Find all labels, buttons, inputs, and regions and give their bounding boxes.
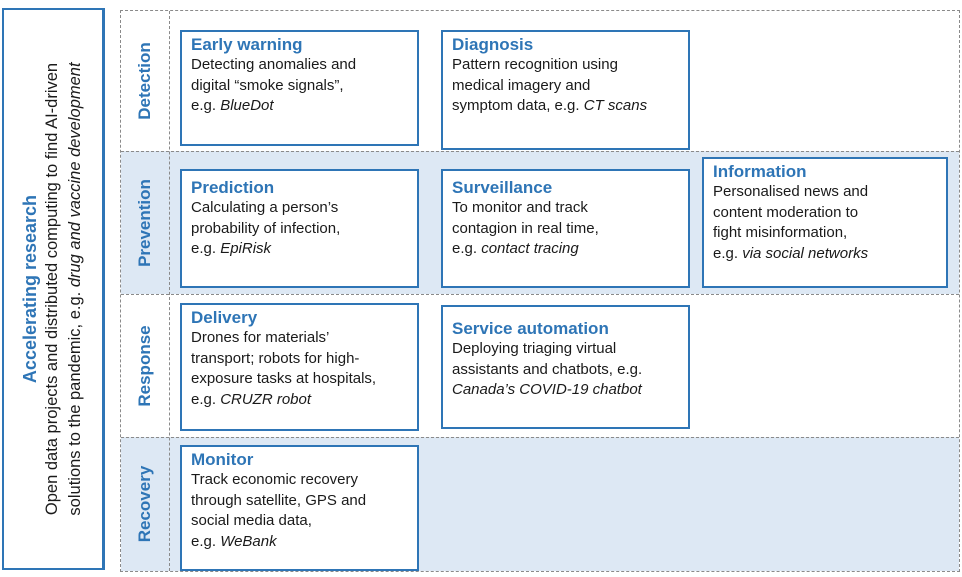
row-label-detection-cell: Detection: [121, 11, 169, 151]
row-separator: [121, 437, 959, 438]
card-title: Surveillance: [452, 178, 553, 197]
card-prediction: Prediction Calculating a person’s probab…: [180, 169, 419, 288]
research-title: Accelerating research: [20, 194, 40, 384]
row-separator: [121, 294, 959, 295]
card-title: Early warning: [191, 35, 303, 54]
card-title: Prediction: [191, 178, 275, 197]
card-example: via social networks: [742, 244, 869, 262]
row-label-recovery: Recovery: [135, 465, 154, 543]
card-surveillance: Surveillance To monitor and track contag…: [441, 169, 690, 288]
card-example: contact tracing: [481, 240, 579, 257]
row-label-prevention: Prevention: [135, 178, 154, 267]
research-example: drug and vaccine development: [66, 62, 84, 288]
card-example: Canada’s COVID-19 chatbot: [452, 381, 642, 398]
card-diagnosis: Diagnosis Pattern recognition using medi…: [441, 30, 690, 150]
row-label-detection: Detection: [135, 42, 154, 120]
row-label-recovery-cell: Recovery: [121, 437, 169, 571]
card-title: Monitor: [191, 450, 254, 469]
card-example: BlueDot: [220, 97, 274, 114]
row-label-response-cell: Response: [121, 294, 169, 437]
row-label-prevention-cell: Prevention: [121, 151, 169, 294]
card-example: CT scans: [583, 97, 648, 114]
card-title: Delivery: [191, 308, 258, 327]
diagram-frame: [120, 10, 960, 572]
card-title: Information: [713, 162, 807, 181]
card-delivery: Delivery Drones for materials’ transport…: [180, 303, 419, 431]
card-early-warning: Early warning Detecting anomalies and di…: [180, 30, 419, 146]
card-monitor: Monitor Track economic recovery through …: [180, 445, 419, 571]
card-service-automation: Service automation Deploying triaging vi…: [441, 305, 690, 429]
research-description-line2: solutions to the pandemic, e.g. drug and…: [66, 62, 84, 516]
row-label-response: Response: [135, 324, 154, 407]
label-column-separator: [169, 11, 170, 571]
card-example: WeBank: [220, 532, 277, 550]
card-title: Diagnosis: [452, 35, 534, 54]
research-panel-text: Accelerating research Open data projects…: [19, 62, 87, 515]
research-description-line1: Open data projects and distributed compu…: [43, 62, 61, 516]
card-example: EpiRisk: [220, 240, 272, 257]
card-title: Service automation: [452, 319, 609, 338]
research-panel: Accelerating research Open data projects…: [2, 8, 105, 570]
card-information: Information Personalised news and conten…: [702, 157, 948, 288]
card-example: CRUZR robot: [220, 390, 312, 408]
row-separator: [121, 151, 959, 152]
